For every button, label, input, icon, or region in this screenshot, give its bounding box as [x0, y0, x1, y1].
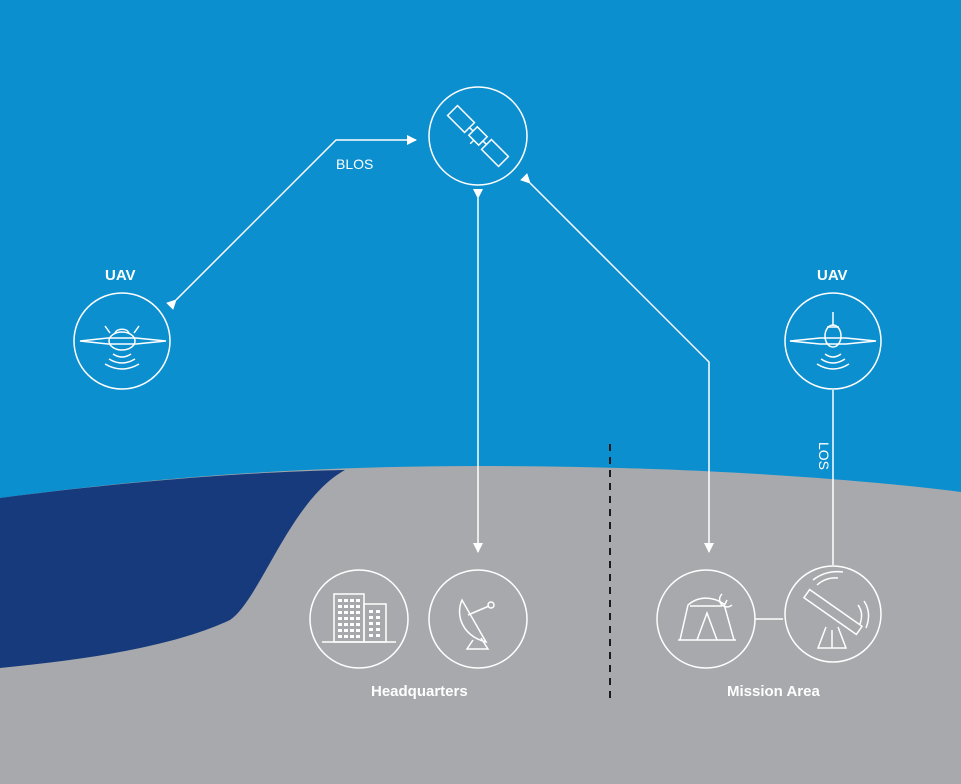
field-tent-icon [656, 569, 756, 669]
building-window [344, 623, 348, 626]
uav-right-icon [784, 292, 882, 390]
los-label: LOS [816, 442, 832, 471]
building-window [356, 611, 360, 614]
satellite-dish-icon [428, 569, 528, 669]
mission-satellite-link [520, 173, 714, 553]
building-window [338, 623, 342, 626]
building-window [344, 605, 348, 608]
building-window [344, 599, 348, 602]
headquarters-label: Headquarters [371, 683, 468, 700]
building-window [350, 629, 354, 632]
sea-area [0, 470, 345, 668]
building-window [369, 628, 373, 631]
uav-right-label: UAV [817, 267, 848, 284]
uav-left-label: UAV [105, 267, 136, 284]
building-window [344, 611, 348, 614]
uav-left-icon [73, 292, 171, 390]
building-window [338, 605, 342, 608]
building-window [356, 599, 360, 602]
building-window [369, 622, 373, 625]
blos-label: BLOS [336, 156, 374, 172]
office-building-icon [309, 569, 409, 669]
building-window [376, 610, 380, 613]
building-windows [338, 599, 380, 638]
building-window [376, 634, 380, 637]
building-window [350, 635, 354, 638]
building-window [350, 617, 354, 620]
building-window [344, 629, 348, 632]
blos-link-line [166, 135, 417, 310]
building-window [369, 616, 373, 619]
building-window [356, 629, 360, 632]
building-window [338, 629, 342, 632]
building-window [350, 611, 354, 614]
building-window [338, 599, 342, 602]
satellite-icon [428, 86, 528, 186]
building-window [338, 611, 342, 614]
mission-area-label: Mission Area [727, 683, 820, 700]
building-window [369, 610, 373, 613]
building-window [350, 599, 354, 602]
building-window [376, 616, 380, 619]
building-window [350, 605, 354, 608]
building-window [356, 617, 360, 620]
ground-antenna-icon [784, 565, 882, 663]
building-window [338, 635, 342, 638]
building-window [356, 605, 360, 608]
building-window [369, 634, 373, 637]
building-window [376, 622, 380, 625]
building-window [356, 623, 360, 626]
building-window [344, 617, 348, 620]
building-window [344, 635, 348, 638]
building-window [356, 635, 360, 638]
building-window [376, 628, 380, 631]
building-window [338, 617, 342, 620]
building-window [350, 623, 354, 626]
